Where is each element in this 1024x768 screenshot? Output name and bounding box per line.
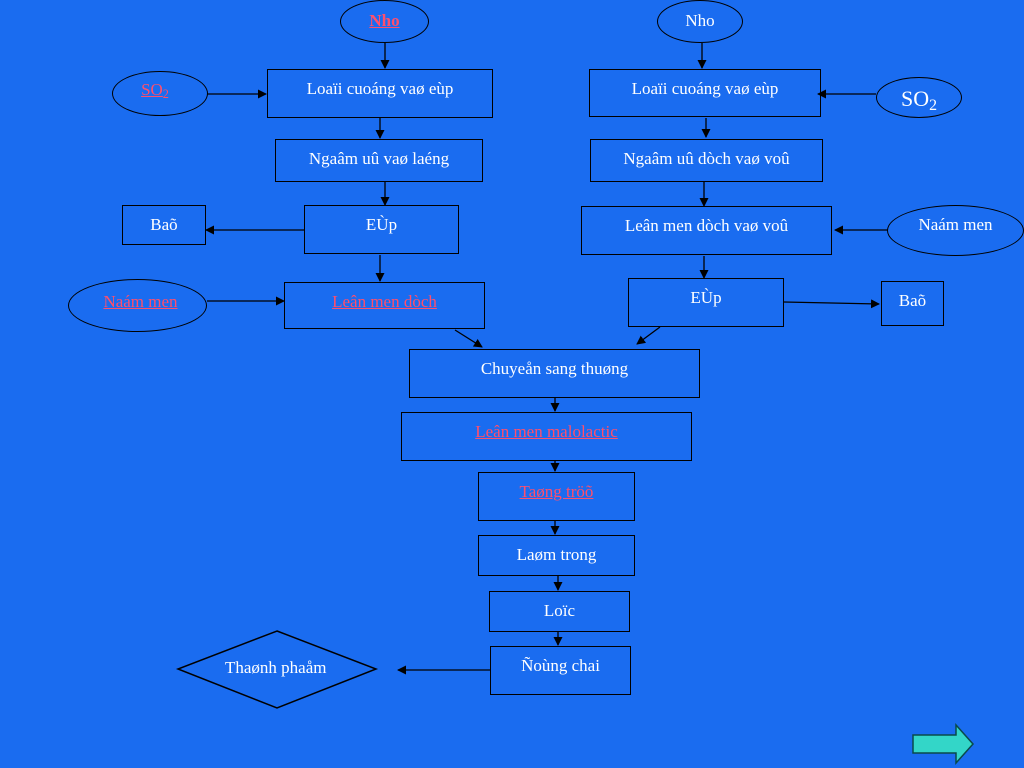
right-so2-ellipse: SO2 xyxy=(876,77,962,118)
right-so2-label: SO2 xyxy=(900,86,938,114)
right-nho-label: Nho xyxy=(685,11,715,30)
right-nho-ellipse: Nho xyxy=(657,0,743,43)
left-pomace-label: Baõ xyxy=(150,215,178,234)
left-destem-press-box: Loaïi cuoáng vaø eùp xyxy=(267,69,493,118)
left-so2-ellipse[interactable]: SO2 xyxy=(112,71,208,116)
right-maceration-label: Ngaâm uû dòch vaø voû xyxy=(623,149,790,168)
left-yeast-ellipse[interactable]: Naám men xyxy=(68,279,207,332)
bottling-box: Ñoùng chai xyxy=(490,646,631,695)
clarify-box: Laøm trong xyxy=(478,535,635,576)
next-slide-button[interactable] xyxy=(912,723,975,765)
right-pomace-box: Baõ xyxy=(881,281,944,326)
right-press-box: EÙp xyxy=(628,278,784,327)
right-yeast-ellipse: Naám men xyxy=(887,205,1024,256)
left-pomace-box: Baõ xyxy=(122,205,206,245)
right-pomace-label: Baõ xyxy=(898,291,927,310)
left-nho-label[interactable]: Nho xyxy=(369,11,400,30)
left-press-box: EÙp xyxy=(304,205,459,254)
right-press-label: EÙp xyxy=(690,288,722,307)
left-ferment-juice-box[interactable]: Leân men dòch xyxy=(284,282,485,329)
malolactic-label[interactable]: Leân men malolactic xyxy=(475,422,618,441)
left-press-label: EÙp xyxy=(365,215,398,234)
left-maceration-settle-label: Ngaâm uû vaø laéng xyxy=(308,149,450,168)
clarify-label: Laøm trong xyxy=(516,545,597,564)
right-destem-press-box: Loaïi cuoáng vaø eùp xyxy=(589,69,821,117)
right-yeast-label: Naám men xyxy=(918,215,993,234)
malolactic-box[interactable]: Leân men malolactic xyxy=(401,412,692,461)
right-ferment-skins-box: Leân men dòch vaø voû xyxy=(581,206,832,255)
right-arrow-icon xyxy=(912,723,975,765)
left-maceration-settle-box: Ngaâm uû vaø laéng xyxy=(275,139,483,182)
left-so2-label[interactable]: SO2 xyxy=(141,80,169,102)
right-maceration-box: Ngaâm uû dòch vaø voû xyxy=(590,139,823,182)
right-ferment-skins-label: Leân men dòch vaø voû xyxy=(624,216,789,235)
filter-label: Loïc xyxy=(543,601,576,620)
filter-box: Loïc xyxy=(489,591,630,632)
storage-label[interactable]: Taøng tröõ xyxy=(519,482,594,501)
transfer-tank-label: Chuyeån sang thuøng xyxy=(480,359,629,378)
left-nho-ellipse[interactable]: Nho xyxy=(340,0,429,43)
bottling-label: Ñoùng chai xyxy=(521,656,600,675)
left-destem-press-label: Loaïi cuoáng vaø eùp xyxy=(306,79,454,98)
product-label: Thaønh phaåm xyxy=(225,658,327,677)
left-ferment-juice-label[interactable]: Leân men dòch xyxy=(332,292,437,311)
storage-box[interactable]: Taøng tröõ xyxy=(478,472,635,521)
right-destem-press-label: Loaïi cuoáng vaø eùp xyxy=(631,79,779,98)
product-diamond xyxy=(175,630,379,709)
left-yeast-label[interactable]: Naám men xyxy=(103,292,178,311)
transfer-tank-box: Chuyeån sang thuøng xyxy=(409,349,700,398)
